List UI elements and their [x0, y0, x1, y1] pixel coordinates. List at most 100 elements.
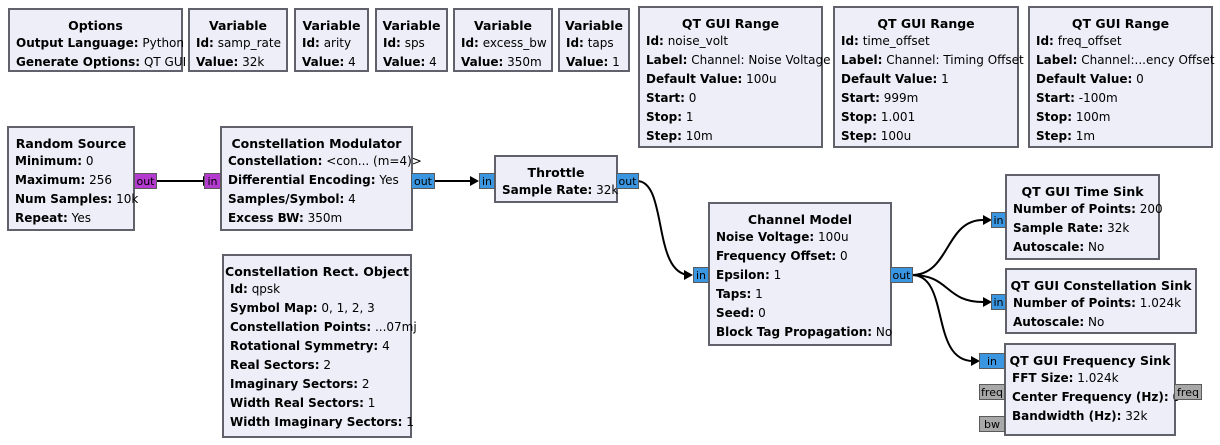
- random-source-out-port[interactable]: out: [134, 173, 157, 189]
- param-row: Step: 1m: [1036, 127, 1211, 146]
- throttle-in-port[interactable]: in: [479, 173, 495, 189]
- param-row: Autoscale: No: [1013, 238, 1158, 257]
- block-title: QT GUI Range: [877, 16, 975, 31]
- arrow-head: [971, 356, 980, 366]
- param-value: 4: [382, 339, 390, 353]
- block-params: Constellation: <con... (m=4)> Differentia…: [222, 152, 422, 228]
- param-row: Bandwidth (Hz): 32k: [1012, 407, 1174, 426]
- param-key: FFT Size:: [1012, 371, 1074, 385]
- frequency-sink-freq-in-port[interactable]: freq: [979, 384, 1005, 400]
- param-row: Value: 32k: [196, 53, 286, 72]
- block-title: Variable: [382, 18, 441, 33]
- param-value: 0: [839, 249, 848, 263]
- param-row: Differential Encoding: Yes: [228, 171, 411, 190]
- param-value: 32k: [1107, 221, 1130, 235]
- param-key: Constellation:: [228, 154, 323, 168]
- channel-model-in-port[interactable]: in: [693, 267, 709, 283]
- param-value: 32k: [242, 55, 265, 69]
- param-row: Generate Options: QT GUI: [16, 53, 186, 72]
- param-key: Id:: [230, 282, 248, 296]
- param-value: Python: [142, 36, 185, 50]
- frequency-sink-freq-out-port[interactable]: freq: [1174, 384, 1202, 400]
- frequency-sink-bw-in-port[interactable]: bw: [979, 416, 1005, 432]
- param-key: Stop:: [646, 110, 683, 124]
- param-row: Num Samples: 10k: [15, 190, 138, 209]
- qt-constellation-sink-block[interactable]: QT GUI Constellation Sink Number of Poin…: [1005, 268, 1197, 334]
- constellation-modulator-block[interactable]: Constellation Modulator Constellation: <…: [220, 126, 422, 231]
- param-row: Taps: 1: [716, 285, 890, 304]
- param-key: Width Imaginary Sectors:: [230, 415, 403, 429]
- block-title: Variable: [473, 18, 533, 33]
- param-value: Channel: Noise Voltage: [691, 53, 831, 67]
- param-key: Maximum:: [15, 173, 86, 187]
- param-value: 1.024k: [1139, 296, 1182, 310]
- param-value: No: [875, 325, 893, 339]
- param-key: Minimum:: [15, 154, 83, 168]
- arrow-head: [684, 270, 693, 280]
- block-title: Random Source: [15, 136, 127, 151]
- param-row: Step: 10m: [646, 127, 821, 146]
- throttle-block[interactable]: Throttle Sample Rate: 32k: [494, 155, 618, 203]
- param-row: Default Value: 0: [1036, 70, 1211, 89]
- param-row: Rotational Symmetry: 4: [230, 337, 410, 356]
- block-title: QT GUI Constellation Sink: [1010, 278, 1192, 293]
- block-title: Options: [68, 18, 123, 33]
- param-value: 0: [85, 154, 94, 168]
- param-value: excess_bw: [482, 36, 547, 50]
- param-value: 350m: [307, 211, 343, 225]
- param-value: 1: [941, 72, 949, 86]
- param-value: <con... (m=4)>: [326, 154, 422, 168]
- param-value: 4: [348, 192, 356, 206]
- param-value: 10m: [685, 129, 713, 143]
- param-key: Value:: [383, 55, 426, 69]
- param-row: Label: Channel:...ency Offset: [1036, 51, 1215, 70]
- param-row: Default Value: 100u: [646, 70, 821, 89]
- constellation-sink-in-port[interactable]: in: [991, 294, 1006, 310]
- param-value: 0: [758, 306, 766, 320]
- param-key: Label:: [646, 53, 688, 67]
- modulator-out-port[interactable]: out: [411, 173, 435, 189]
- param-row: Value: 1: [566, 53, 628, 72]
- param-value: 0: [1136, 72, 1144, 86]
- param-row: Stop: 1: [646, 108, 821, 127]
- channel-model-out-port[interactable]: out: [890, 267, 913, 283]
- param-key: Autoscale:: [1013, 315, 1085, 329]
- param-row: Imaginary Sectors: 2: [230, 375, 410, 394]
- block-params: Sample Rate: 32k: [496, 181, 618, 200]
- block-title: QT GUI Range: [1071, 16, 1170, 31]
- param-value: 32k: [1125, 409, 1148, 423]
- param-key: Id:: [646, 34, 664, 48]
- param-value: Channel:...ency Offset: [1081, 53, 1215, 67]
- param-row: Symbol Map: 0, 1, 2, 3: [230, 299, 410, 318]
- throttle-out-port[interactable]: out: [616, 173, 639, 189]
- param-value: Yes: [379, 173, 399, 187]
- modulator-in-port[interactable]: in: [204, 173, 221, 189]
- param-key: Bandwidth (Hz):: [1012, 409, 1122, 423]
- arrow-head: [983, 215, 992, 225]
- param-key: Block Tag Propagation:: [716, 325, 873, 339]
- param-row: Id: freq_offset: [1036, 32, 1211, 51]
- param-key: Repeat:: [15, 211, 68, 225]
- time-sink-in-port[interactable]: in: [991, 212, 1006, 228]
- param-value: 1: [406, 415, 414, 429]
- param-key: Epsilon:: [716, 268, 770, 282]
- frequency-sink-in-port[interactable]: in: [979, 353, 1005, 369]
